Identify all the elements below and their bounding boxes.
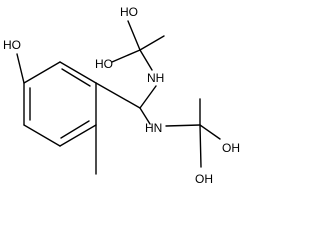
ring-double-bond-1 xyxy=(61,68,91,87)
bottom-hydroxyl-1-label: OH xyxy=(222,141,240,155)
top-carbon-oh-2-bond xyxy=(111,49,141,63)
bottom-hydroxyl-2-label: OH xyxy=(195,172,213,186)
bottom-carbon-oh-2-bond xyxy=(199,124,202,168)
ch-to-hn-bottom-bond xyxy=(139,107,151,125)
top-hydroxyl-2-label: HO xyxy=(95,57,113,71)
top-carbon-methyl-bond xyxy=(139,35,165,51)
top-carbon-oh-1-bond xyxy=(127,20,141,51)
nh-top-to-carbon-bond xyxy=(139,49,153,71)
amine-top-label: NH xyxy=(147,71,164,85)
ring-to-ch-bond xyxy=(95,82,141,109)
molecule-diagram: HO NH HO HO HN OH OH xyxy=(3,5,240,186)
ring-bond-6 xyxy=(23,61,61,84)
phenol-oh-bond xyxy=(16,53,25,84)
ring-bond-3 xyxy=(59,124,97,147)
ring-double-bond-2 xyxy=(60,120,90,139)
ring-bond-4 xyxy=(23,124,61,147)
hn-bottom-to-carbon-bond xyxy=(165,124,201,127)
benzene-ring xyxy=(23,61,97,147)
ring-bond-1 xyxy=(59,61,97,84)
bottom-carbon-oh-1-bond xyxy=(199,124,221,140)
top-hydroxyl-1-label: HO xyxy=(120,5,138,19)
phenol-hydroxyl-label: HO xyxy=(3,38,21,52)
amine-bottom-label: HN xyxy=(145,121,162,135)
ch-to-nh-top-bond xyxy=(139,85,157,109)
